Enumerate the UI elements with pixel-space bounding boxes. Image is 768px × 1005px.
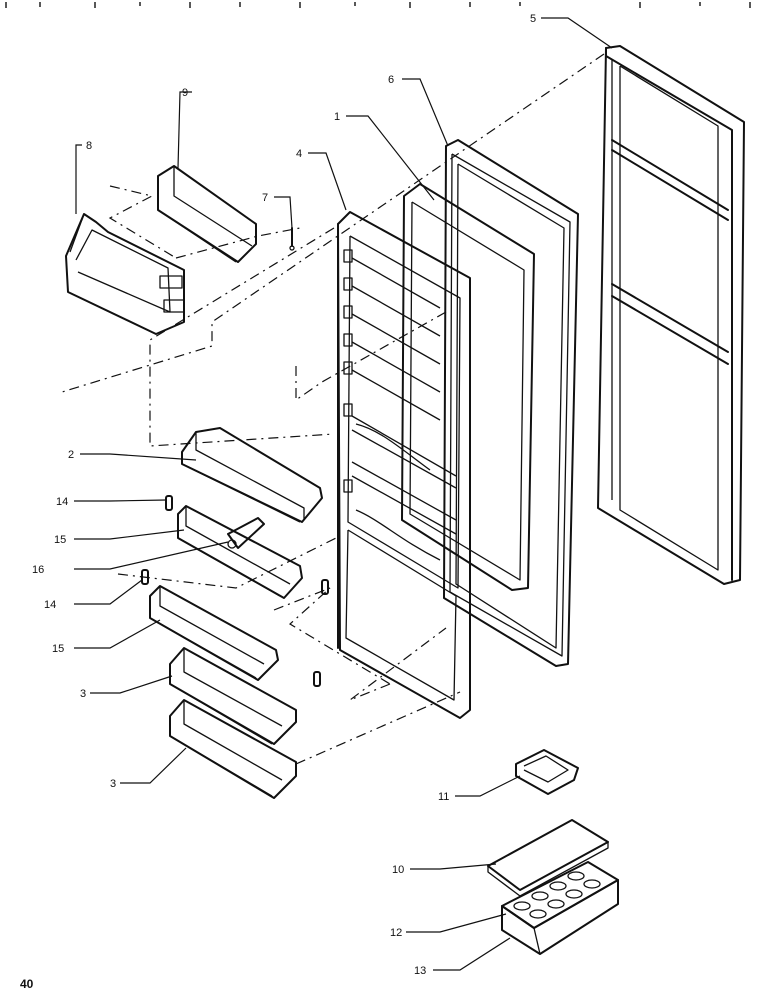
callout-11: 11 [438,791,449,803]
callout-6: 6 [388,74,394,86]
part-14-clip-right-a [321,579,329,595]
callout-8: 8 [86,140,92,152]
callout-9: 9 [182,87,188,99]
callout-16: 16 [32,564,44,576]
part-11-small-tray [515,749,579,795]
alignment-lines [61,53,605,765]
callout-13: 13 [414,965,426,977]
callout-14-upper: 14 [56,496,68,508]
part-8-shelf-bracket [65,213,185,335]
part-14-clip-right-b [313,671,321,687]
callout-12: 12 [390,927,402,939]
part-7-screw [289,227,295,251]
part-15-door-shelf-lower [149,585,279,681]
callout-4: 4 [296,148,302,160]
part-4-cabinet-liner [337,211,471,719]
callout-7: 7 [262,192,268,204]
scan-top-edge [5,2,751,8]
callout-1: 1 [334,111,340,123]
part-14-clip-upper [165,495,173,511]
callout-10: 10 [392,864,404,876]
part-2-door-shelf [181,427,323,523]
callout-14-lower: 14 [44,599,56,611]
part-16-shelf-divider [227,517,265,549]
part-9-dairy-bin [157,165,257,263]
part-1-door-liner [401,183,535,591]
callout-3-upper: 3 [80,688,86,700]
callout-5: 5 [530,13,536,25]
part-3-door-bin-upper [169,647,297,745]
part-15-door-shelf-upper [177,505,303,599]
callout-15-upper: 15 [54,534,66,546]
callout-15-lower: 15 [52,643,64,655]
callout-2: 2 [68,449,74,461]
part-6-door-gasket [443,139,579,667]
leader-lines [74,17,613,971]
part-3-door-bin-lower [169,699,297,799]
page-number: 40 [20,977,34,991]
callout-labels: 5 6 1 4 7 8 9 2 14 15 16 14 15 3 3 11 10… [32,13,536,977]
part-13-ice-bin [501,879,619,955]
callout-3-lower: 3 [110,778,116,790]
part-5-door-outer [597,45,745,585]
part-10-ice-tray-cover [487,819,609,897]
